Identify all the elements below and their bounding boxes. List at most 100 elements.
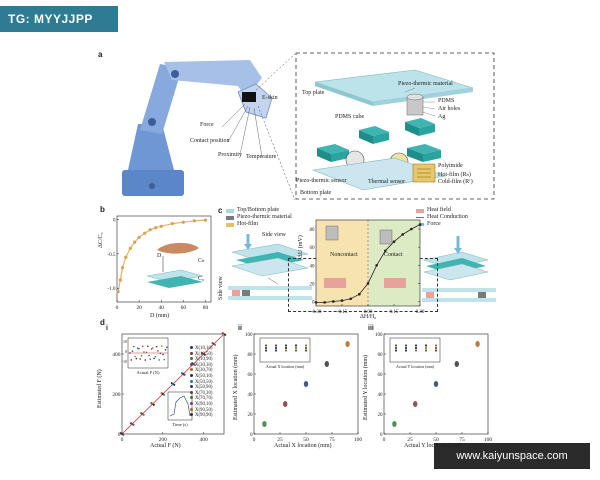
legend-marker: [190, 407, 193, 411]
legend-marker: [190, 401, 193, 405]
chart-b-annot-co: C₀: [198, 276, 205, 282]
legend-marker: [190, 385, 193, 389]
data-point: [118, 278, 122, 282]
legend-heat-conduction: Heat Conduction: [427, 214, 468, 220]
inset-data-point: [304, 349, 308, 352]
data-point: [122, 433, 125, 436]
inset-data-point: [434, 344, 438, 347]
label-piezo-thermic-sensor: Piezo-thermic sensor: [296, 178, 347, 184]
legend-top-bottom-plate: Top/Bottom plate: [237, 207, 280, 213]
chart-c-ylabel: ΔU (mV): [298, 235, 304, 258]
data-point: [213, 343, 217, 346]
inset-data-point: [434, 349, 438, 352]
inset-data-point: [274, 344, 278, 347]
label-polyimide: Polyimide: [438, 163, 463, 169]
legend-label: X(90,50): [195, 407, 213, 413]
chart-di-ylabel: Estimated F (N): [97, 369, 103, 408]
y-tick-label: 20: [378, 413, 384, 418]
x-tick-label: 0: [116, 305, 119, 311]
data-point: [170, 221, 174, 226]
data-point: [203, 218, 208, 222]
callout-proximity: Proximity: [218, 152, 243, 158]
inset-data-point: [160, 345, 163, 347]
callout-force: Force: [200, 122, 214, 128]
label-pdms: PDMS: [438, 98, 455, 104]
plot-frame: [116, 215, 212, 303]
inset-data-point: [284, 344, 288, 347]
inset-data-point: [394, 349, 398, 352]
object-blob: [157, 242, 199, 254]
data-point: [401, 233, 404, 236]
data-point: [323, 301, 326, 304]
data-point: [224, 333, 227, 336]
inset-data-point: [414, 344, 418, 347]
inset-frame: [389, 337, 441, 363]
data-point: [192, 219, 197, 223]
label-pdms-cube: PDMS cube: [335, 114, 365, 120]
label-top-plate: Top plate: [302, 90, 325, 96]
legend-entry: X(30,30): [190, 362, 226, 369]
data-point: [262, 421, 267, 427]
data-point: [148, 228, 152, 232]
x-tick-label: 25: [407, 437, 413, 443]
panel-label-d-i: i: [106, 325, 108, 332]
data-point: [418, 223, 422, 226]
inset-data-point: [166, 346, 168, 349]
label-thermal-sensor: Thermal sensor: [368, 179, 406, 185]
panel-label-b: b: [100, 205, 105, 214]
inset-data-point: [153, 357, 155, 360]
data-point: [392, 240, 396, 244]
data-point: [154, 226, 158, 230]
robot-joint: [148, 118, 156, 126]
legend-force: Force: [427, 221, 441, 227]
inset-data-point: [294, 344, 298, 347]
inset-data-point: [414, 349, 418, 352]
legend-marker: [190, 379, 193, 383]
inset-data-point: [274, 349, 278, 352]
inset-y-tick-label: 0: [125, 349, 127, 354]
inset-data-point: [145, 351, 148, 354]
chart-b-ylabel: ΔC/C₀: [98, 232, 104, 248]
chart-diii-ylabel: Estimated Y location (mm): [363, 354, 369, 420]
legend-marker: [190, 362, 193, 366]
legend-label: X(50,10): [195, 373, 213, 379]
x-tick-label: 0: [383, 437, 386, 443]
panel-label-d: d: [100, 318, 105, 327]
x-tick-label: 0.00: [364, 310, 373, 315]
legend-entry: X(90,50): [190, 407, 226, 414]
x-tick-label: 80: [203, 305, 209, 311]
inset-data-point: [304, 346, 308, 350]
y-tick-label: 80: [310, 228, 316, 233]
data-point: [116, 290, 120, 294]
legend-piezo-thermic-material: Piezo-thermic material: [237, 214, 292, 220]
eskin-label: E-skin: [262, 95, 278, 101]
x-tick-label: 0.30: [416, 310, 425, 315]
data-point: [358, 292, 361, 296]
data-point: [142, 413, 145, 416]
data-point: [193, 363, 196, 366]
data-point: [433, 381, 439, 387]
y-tick-label: -0.5: [108, 253, 116, 258]
data-point: [340, 299, 344, 302]
y-tick-label: 80: [248, 353, 254, 358]
legend-entry: X(10,50): [190, 351, 226, 358]
x-tick-label: 75: [459, 437, 465, 443]
inset-xlabel: Actual X location (mm): [266, 364, 305, 369]
y-tick-label: 100: [245, 333, 253, 338]
inset-data-point: [404, 346, 408, 350]
legend-entry: X(50,90): [190, 385, 226, 391]
chart-b-xlabel: D (mm): [150, 313, 170, 319]
y-tick-label: 40: [310, 264, 316, 269]
inset-data-point: [154, 355, 157, 358]
inset-data-point: [134, 355, 136, 358]
x-tick-label: 50: [303, 437, 309, 443]
chart-di-legend: X(10,10)X(10,50)X(10,90)X(30,30)X(30,70)…: [190, 346, 226, 419]
data-point: [410, 227, 413, 231]
robot-base: [122, 170, 184, 196]
robot-joint: [149, 183, 155, 189]
inset-data-point: [163, 358, 166, 361]
x-tick-label: 40: [158, 305, 164, 311]
data-point: [283, 401, 288, 407]
inset-time-frame: [167, 391, 193, 421]
